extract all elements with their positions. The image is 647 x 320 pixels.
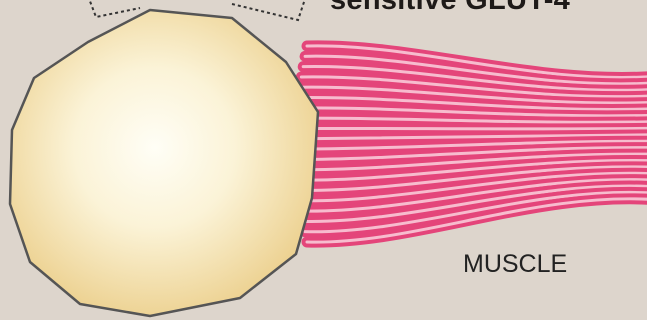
muscle-fiber-highlight <box>292 128 647 129</box>
muscle-label: MUSCLE <box>463 250 567 279</box>
round-cell-shape <box>10 10 318 316</box>
muscle-fiber-bundle <box>291 46 647 242</box>
heading-text: sensitive GLUT-4 <box>330 0 570 17</box>
